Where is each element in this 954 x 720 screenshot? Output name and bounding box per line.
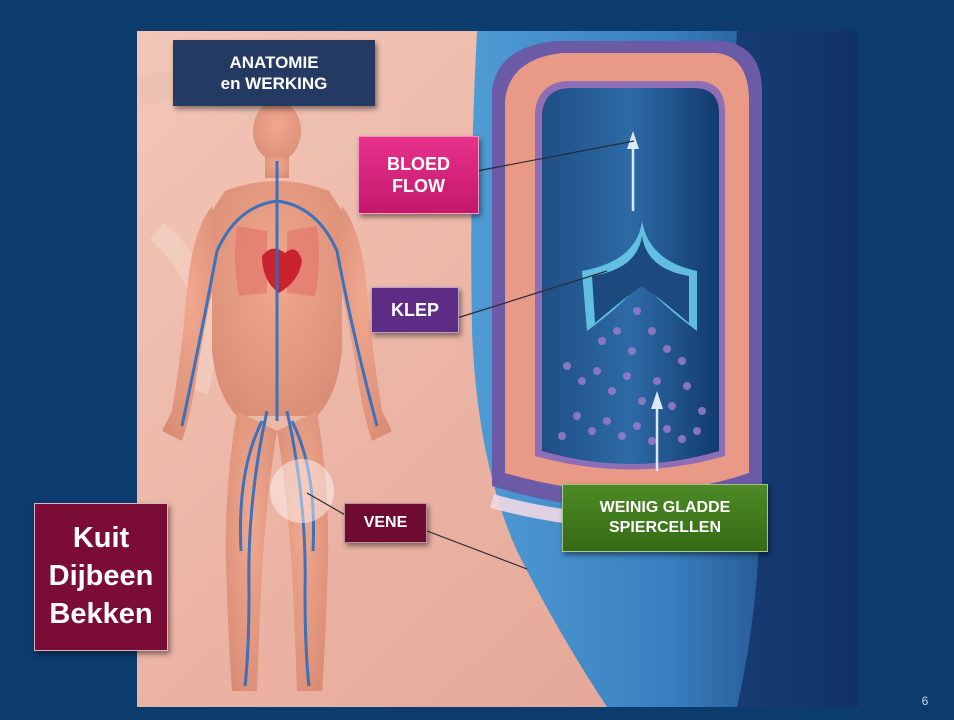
title-label: ANATOMIE en WERKING [173, 40, 375, 106]
blood-flow-line-1: BLOED [387, 153, 450, 176]
title-line-2: en WERKING [221, 73, 328, 94]
smooth-muscle-line-2: SPIERCELLEN [600, 518, 731, 538]
smooth-muscle-label: WEINIG GLADDE SPIERCELLEN [562, 484, 768, 552]
blood-flow-line-2: FLOW [387, 175, 450, 198]
smooth-muscle-line-1: WEINIG GLADDE [600, 498, 731, 518]
region-item: Dijbeen [49, 558, 154, 596]
body-regions-label: Kuit Dijbeen Bekken [34, 503, 168, 651]
blood-flow-label: BLOED FLOW [358, 136, 479, 214]
title-line-1: ANATOMIE [221, 52, 328, 73]
venous-anatomy-illustration [137, 31, 858, 707]
vein-label: VENE [344, 503, 427, 543]
page-number: 6 [915, 694, 935, 708]
region-item: Bekken [49, 596, 152, 634]
valve-label: KLEP [371, 287, 459, 333]
region-item: Kuit [73, 520, 129, 558]
